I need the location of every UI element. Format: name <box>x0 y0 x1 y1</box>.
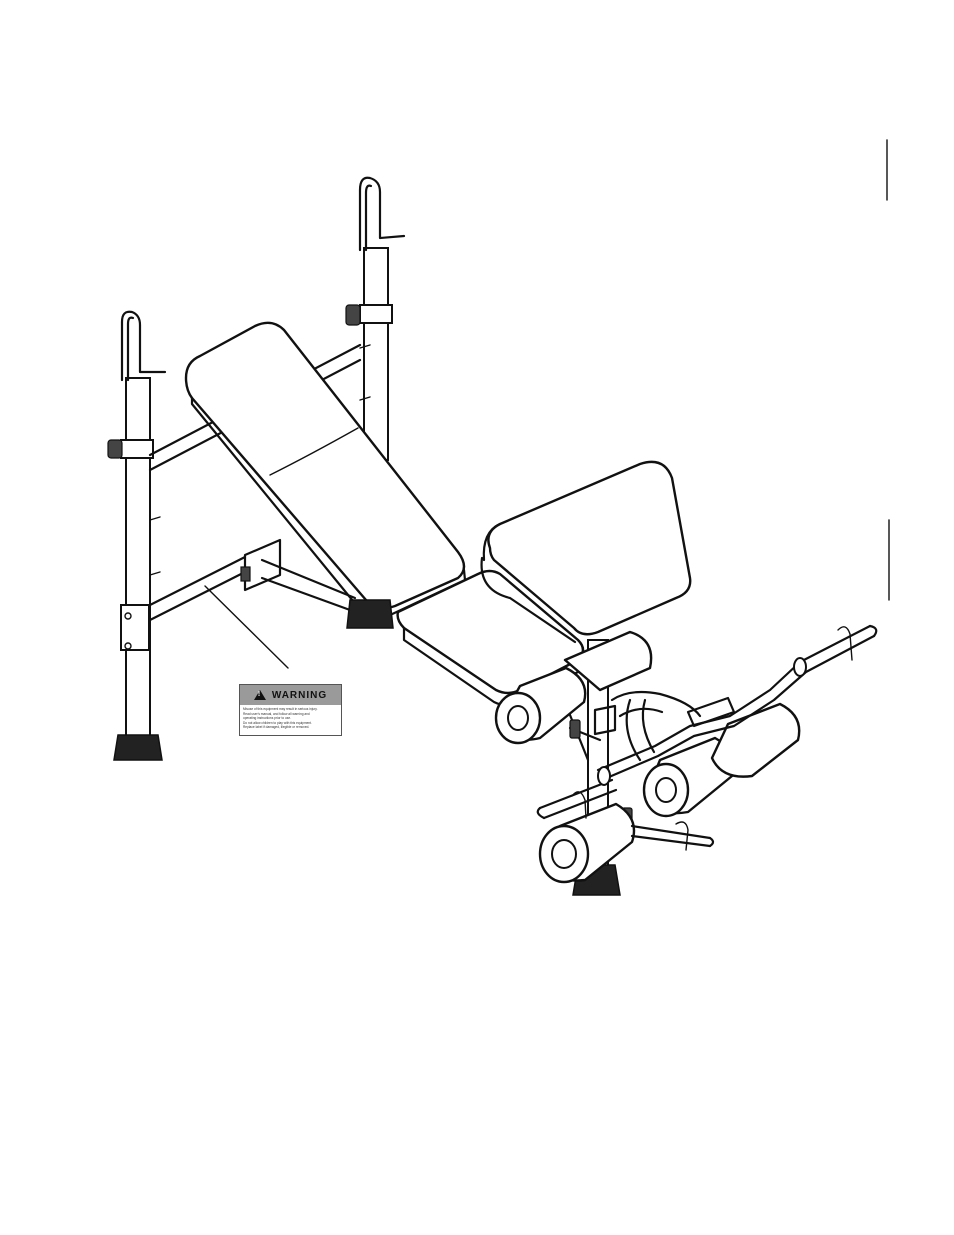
warning-label-heading: WARNING <box>271 689 328 701</box>
warning-triangle-icon <box>253 690 266 700</box>
warning-label: WARNING Misuse of this equipment may res… <box>239 684 342 736</box>
preacher-pad <box>480 460 692 644</box>
label-leader-line <box>204 585 289 669</box>
warning-label-line: operating instructions prior to use. <box>243 716 292 721</box>
warning-label-header: WARNING <box>240 685 341 705</box>
backrest-pad <box>184 321 467 629</box>
right-upright-post <box>345 176 406 461</box>
upper-roller-pads <box>494 630 702 745</box>
curl-bar <box>596 624 878 786</box>
warning-label-line: Misuse of this equipment may result in s… <box>243 707 318 711</box>
leg-developer-rod <box>536 778 715 851</box>
plate-hub <box>625 698 656 762</box>
warning-label-body: Misuse of this equipment may result in s… <box>240 705 341 732</box>
warning-label-line: Do not allow children to play with this … <box>243 720 312 725</box>
left-upright-post <box>107 310 167 761</box>
warning-label-line: Replace label if damaged, illegible or r… <box>243 725 310 730</box>
warning-label-line: Read user's manual, and follow all warni… <box>243 711 310 716</box>
lower-roller-pads <box>538 702 801 884</box>
